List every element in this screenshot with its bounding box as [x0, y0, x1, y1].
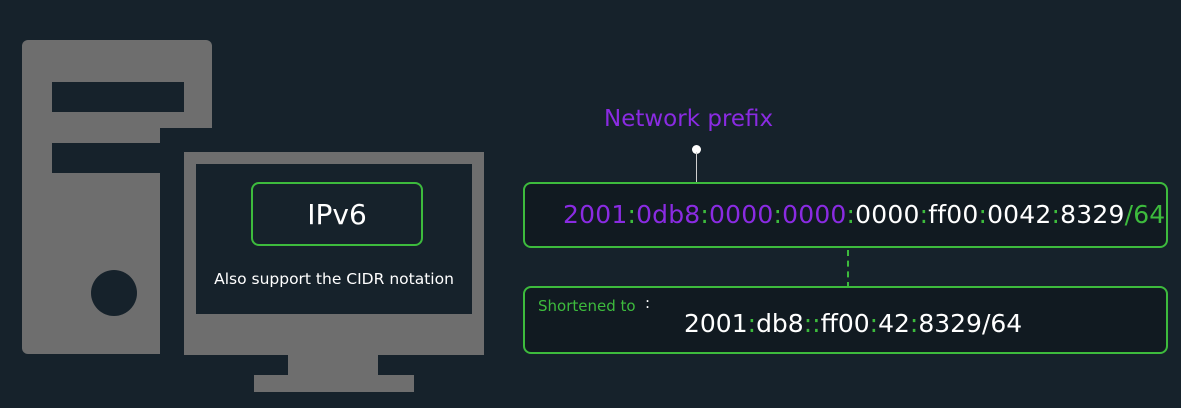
short-group: 8329/64 [918, 309, 1023, 338]
drive-bay-top [52, 82, 184, 112]
full-address-box [523, 182, 1168, 248]
cidr-caption: Also support the CIDR notation [214, 270, 454, 288]
monitor-neck [288, 355, 378, 377]
full-address: 2001:0db8:0000:0000:0000:ff00:0042:8329/… [563, 200, 1165, 229]
separator: : [747, 309, 757, 338]
dashed-connector [847, 250, 849, 288]
separator: : [919, 200, 929, 229]
prefix-group: 0000 [782, 200, 847, 229]
separator: : [700, 200, 710, 229]
interface-group: 0042 [987, 200, 1052, 229]
shortened-label-colon: : [645, 294, 651, 312]
separator: : [812, 309, 821, 338]
short-group: ff00 [820, 309, 870, 338]
short-group: 2001 [684, 309, 748, 338]
prefix-pointer-line [696, 152, 697, 196]
ipv6-badge: IPv6 [251, 182, 423, 246]
separator: : [978, 200, 988, 229]
prefix-group: 2001 [563, 200, 628, 229]
shortened-label: Shortened to [538, 297, 636, 315]
separator: : [869, 309, 879, 338]
prefix-group: 0db8 [636, 200, 701, 229]
prefix-length: /64 [1124, 200, 1166, 229]
prefix-pointer-dot [692, 145, 701, 154]
short-group: 42 [878, 309, 910, 338]
separator: : [773, 200, 783, 229]
separator: : [909, 309, 919, 338]
shortened-address: 2001:db8::ff00:42:8329/64 [684, 309, 1022, 338]
monitor-stand [254, 375, 414, 392]
short-group: db8 [756, 309, 804, 338]
network-prefix-label: Network prefix [604, 106, 774, 132]
separator: : [627, 200, 637, 229]
separator: : [1051, 200, 1061, 229]
interface-group: 8329 [1060, 200, 1125, 229]
power-button-icon [91, 270, 137, 316]
prefix-group: 0000 [709, 200, 774, 229]
separator: : [803, 309, 813, 338]
monitor-screen [196, 164, 472, 314]
interface-group: 0000 [855, 200, 920, 229]
shortened-address-box [523, 286, 1168, 354]
interface-group: ff00 [928, 200, 979, 229]
separator: : [846, 200, 856, 229]
